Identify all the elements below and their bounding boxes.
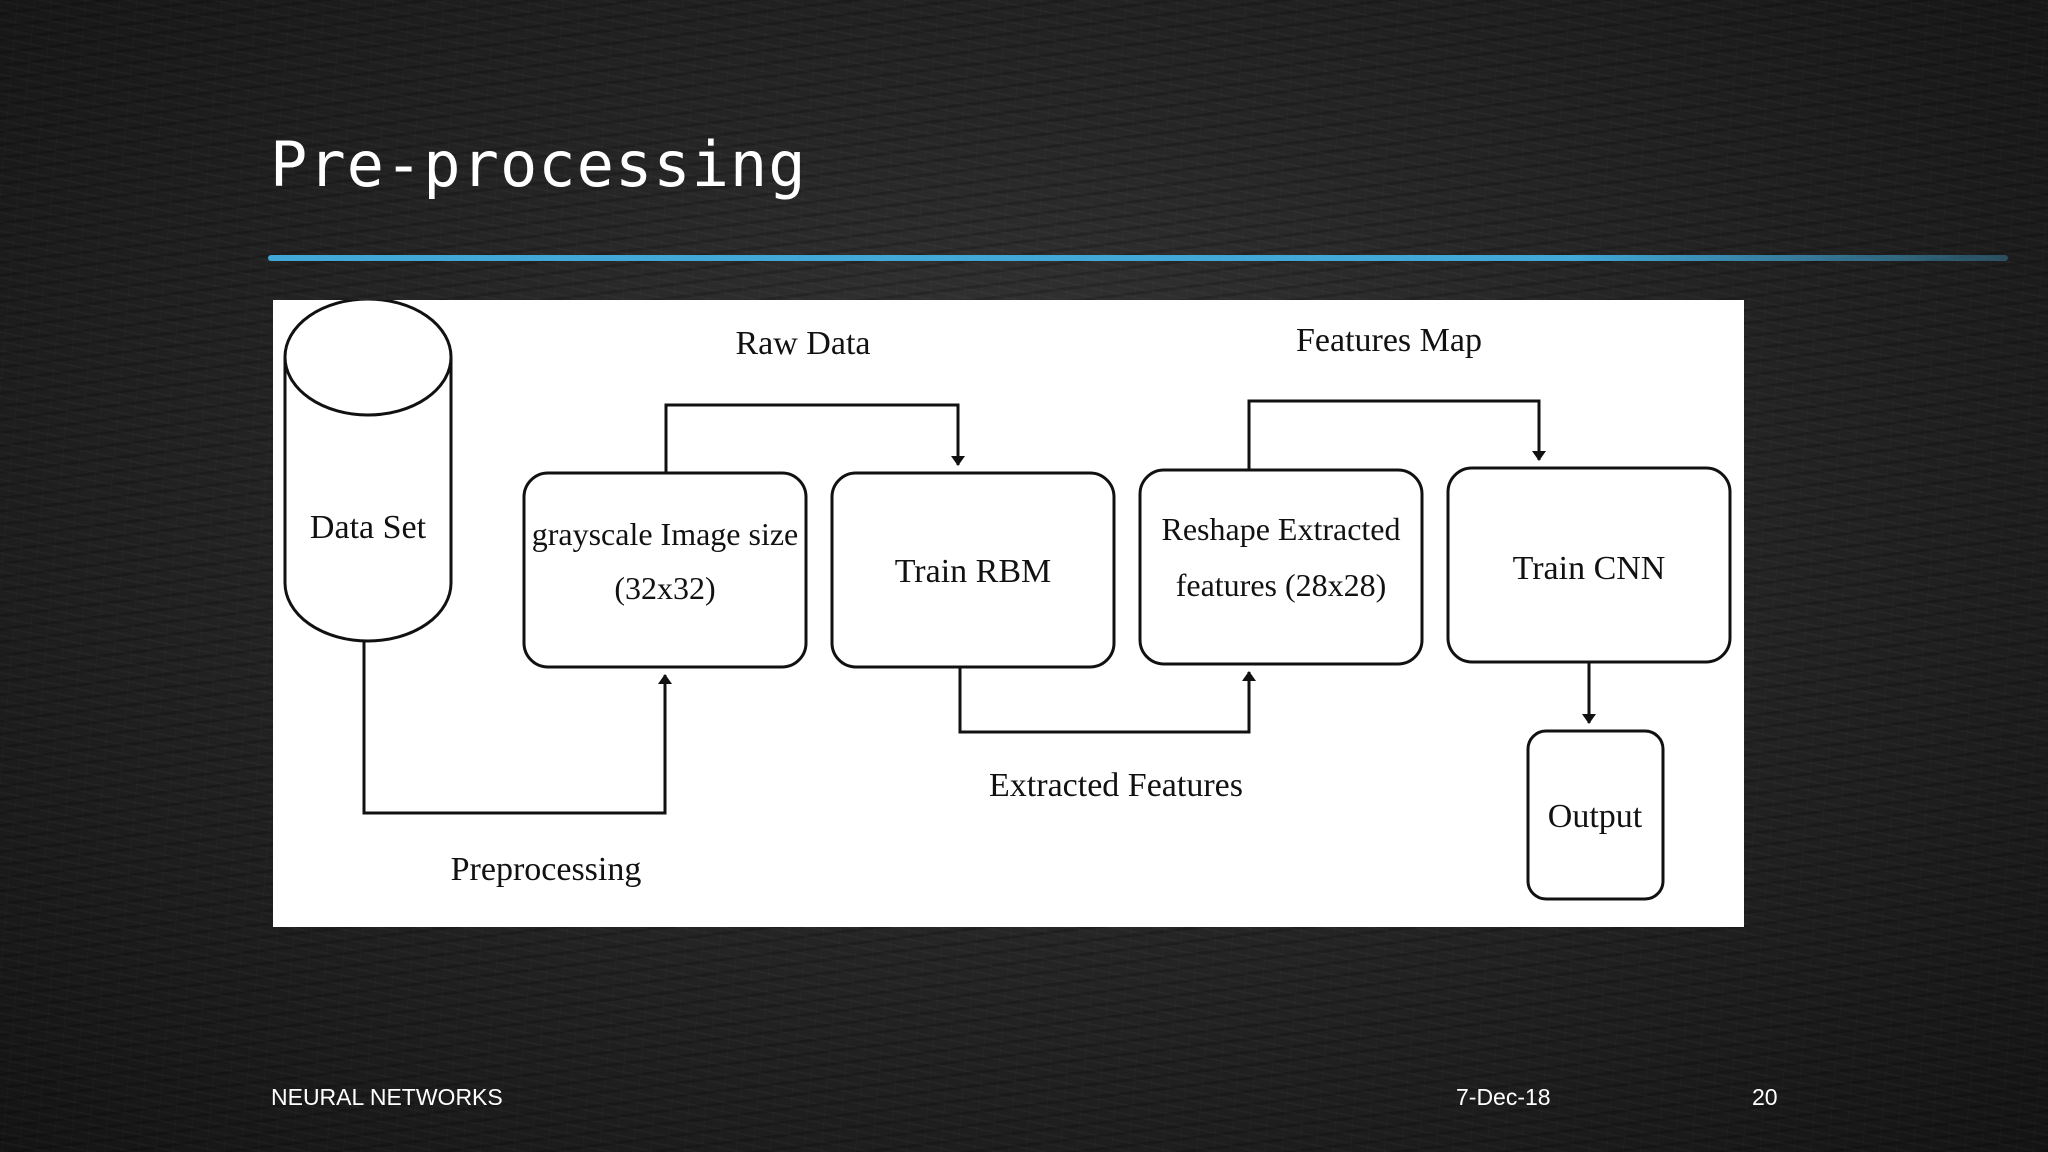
extracted-features-connector — [958, 667, 1256, 734]
train-cnn-node: Train CNN — [1446, 466, 1732, 664]
raw-data-label: Raw Data — [735, 325, 870, 362]
reshape-label-line2: features (28x28) — [1176, 567, 1387, 603]
reshape-label-line1: Reshape Extracted — [1162, 511, 1401, 547]
page-number: 20 — [1752, 1084, 1778, 1110]
features-map-connector — [1247, 399, 1546, 470]
flow-diagram: Data Set grayscale Image size (32x32) Tr… — [283, 300, 1732, 901]
grayscale-node: grayscale Image size (32x32) — [522, 471, 808, 669]
output-node: Output — [1526, 729, 1665, 901]
reshape-node: Reshape Extracted features (28x28) — [1138, 468, 1424, 666]
train-cnn-label: Train CNN — [1513, 550, 1666, 587]
output-label: Output — [1548, 798, 1643, 835]
train-rbm-label: Train RBM — [895, 553, 1052, 590]
train-rbm-node: Train RBM — [830, 471, 1116, 669]
raw-data-connector — [664, 403, 965, 473]
preprocessing-connector — [362, 641, 672, 815]
dataset-label: Data Set — [310, 509, 427, 546]
dataset-node: Data Set — [283, 300, 453, 643]
slide-title: Pre-processing — [270, 128, 807, 201]
title-underline — [268, 255, 2008, 261]
grayscale-label-line1: grayscale Image size — [532, 516, 799, 552]
preprocessing-label: Preprocessing — [451, 851, 642, 888]
extracted-features-label: Extracted Features — [989, 767, 1243, 804]
footer-date: 7-Dec-18 — [1456, 1084, 1551, 1110]
diagram-panel: Data Set grayscale Image size (32x32) Tr… — [273, 300, 1744, 927]
features-map-label: Features Map — [1296, 322, 1482, 359]
grayscale-label-line2: (32x32) — [614, 570, 715, 606]
footer-course-title: NEURAL NETWORKS — [271, 1084, 503, 1110]
